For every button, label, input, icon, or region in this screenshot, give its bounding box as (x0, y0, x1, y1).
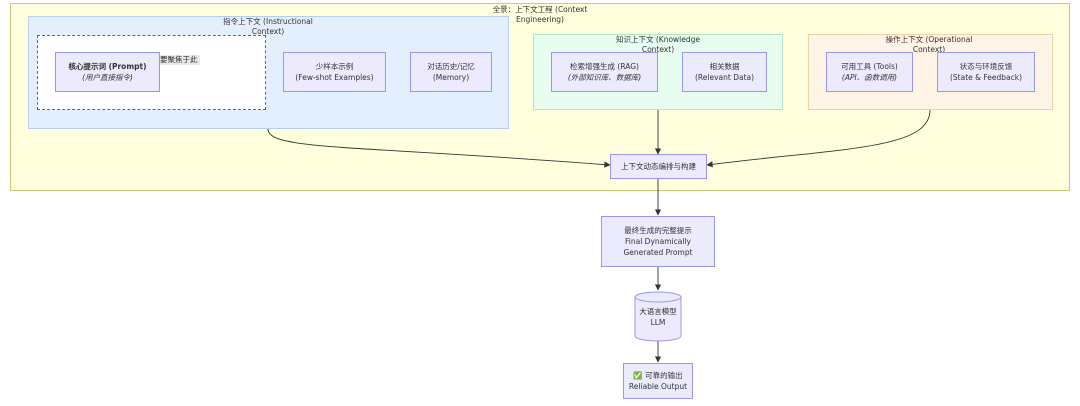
relevant-data-line1: 相关数据 (709, 62, 740, 71)
state-feedback-node[interactable]: 状态与环境反馈 (State & Feedback) (937, 52, 1035, 92)
orchestration-label: 上下文动态编排与构建 (621, 162, 696, 171)
overall-title-line2: Engineering) (516, 15, 564, 24)
memory-line1: 对话历史/记忆 (427, 62, 475, 71)
overall-title: 全景：上下文工程 (Context Engineering) (440, 5, 640, 25)
operational-title-line1: 操作上下文 (Operational (885, 35, 973, 44)
few-shot-node[interactable]: 少样本示例 (Few-shot Examples) (283, 52, 386, 92)
knowledge-title-line2: Context) (641, 45, 675, 54)
instructional-title: 指令上下文 (Instructional Context) (188, 17, 348, 37)
final-prompt-node[interactable]: 最终生成的完整提示 Final Dynamically Generated Pr… (601, 216, 715, 267)
knowledge-title: 知识上下文 (Knowledge Context) (578, 35, 738, 55)
focus-label: 要聚焦于此 (158, 55, 200, 65)
operational-title-line2: Context) (912, 45, 946, 54)
relevant-data-node[interactable]: 相关数据 (Relevant Data) (682, 52, 767, 92)
tools-line2: (API、函数调用) (841, 73, 898, 82)
relevant-data-line2: (Relevant Data) (694, 73, 755, 82)
core-prompt-node[interactable]: 核心提示词 (Prompt) (用户直接指令) (55, 52, 160, 92)
few-shot-line1: 少样本示例 (315, 62, 354, 71)
memory-line2: (Memory) (432, 73, 470, 82)
operational-title: 操作上下文 (Operational Context) (849, 35, 1009, 55)
orchestration-node[interactable]: 上下文动态编排与构建 (610, 154, 707, 179)
final-prompt-line2: Final Dynamically (625, 237, 691, 246)
llm-cylinder (634, 291, 682, 342)
final-prompt-line1: 最终生成的完整提示 (624, 226, 692, 235)
state-feedback-line2: (State & Feedback) (949, 73, 1023, 82)
rag-line2: (外部知识库、数据库) (567, 73, 642, 82)
rag-node[interactable]: 检索增强生成 (RAG) (外部知识库、数据库) (551, 52, 658, 92)
instructional-title-line1: 指令上下文 (Instructional (223, 17, 313, 26)
rag-line1: 检索增强生成 (RAG) (570, 62, 639, 71)
instructional-title-line2: Context) (251, 27, 285, 36)
edge-instructional-to-orchestration (267, 128, 611, 168)
llm-node[interactable]: 大语言模型 LLM (630, 306, 686, 328)
memory-node[interactable]: 对话历史/记忆 (Memory) (410, 52, 492, 92)
output-line1: 可靠的输出 (645, 371, 683, 380)
core-prompt-title: 核心提示词 (Prompt) (68, 62, 147, 71)
tools-line1: 可用工具 (Tools) (841, 62, 898, 71)
overall-title-line1: 全景：上下文工程 (Context (492, 5, 588, 14)
final-prompt-line3: Generated Prompt (623, 248, 693, 257)
core-prompt-subtitle: (用户直接指令) (82, 73, 133, 82)
knowledge-title-line1: 知识上下文 (Knowledge (615, 35, 701, 44)
output-line2: Reliable Output (628, 382, 688, 391)
few-shot-line2: (Few-shot Examples) (295, 73, 374, 82)
edge-operational-to-orchestration (706, 109, 931, 168)
llm-line1: 大语言模型 (639, 307, 677, 316)
llm-line2: LLM (650, 318, 666, 327)
state-feedback-line1: 状态与环境反馈 (959, 62, 1013, 71)
reliable-output-node[interactable]: ✅ 可靠的输出 Reliable Output (623, 363, 693, 399)
tools-node[interactable]: 可用工具 (Tools) (API、函数调用) (826, 52, 913, 92)
check-icon: ✅ (633, 371, 643, 380)
